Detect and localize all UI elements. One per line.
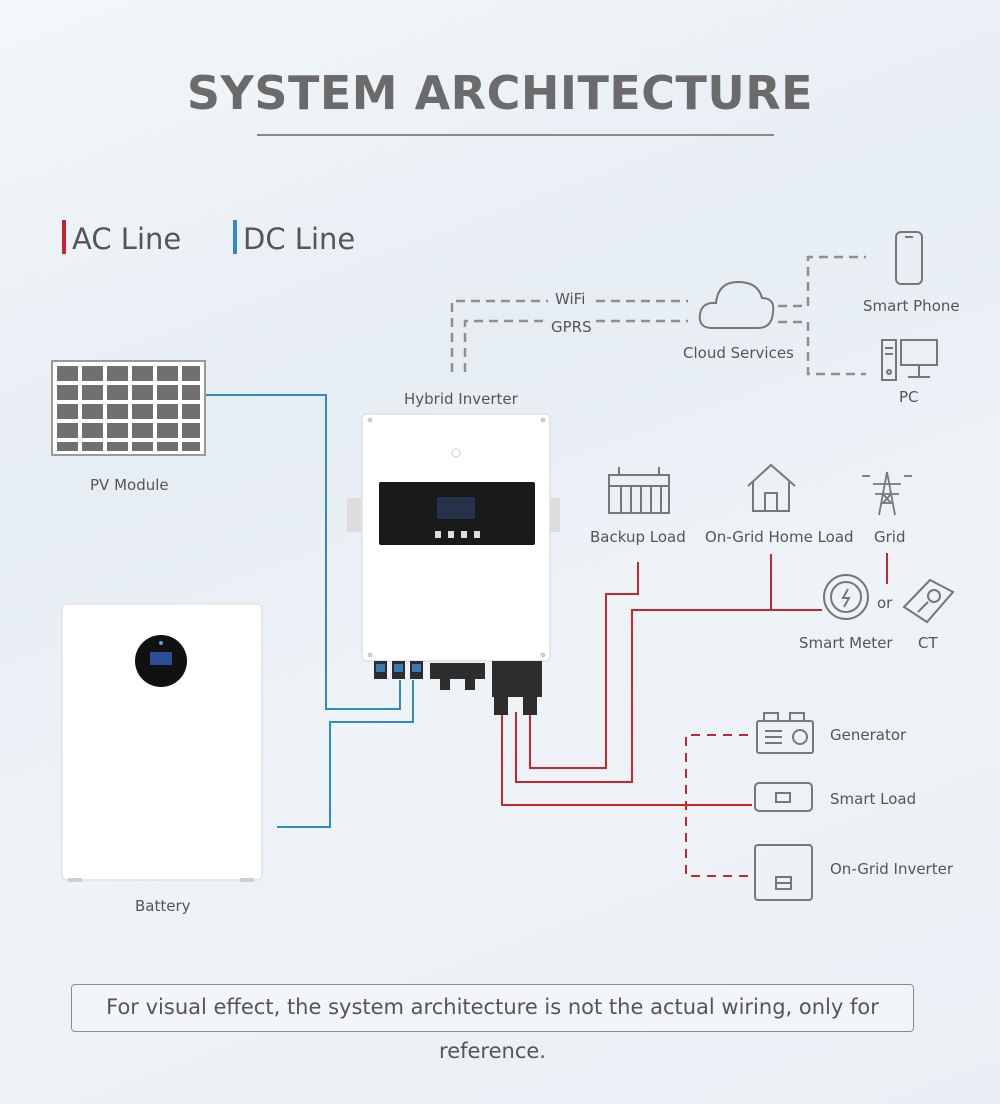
pv-module-label: PV Module xyxy=(90,476,169,494)
grid-label: Grid xyxy=(874,528,906,546)
pv-dc-line xyxy=(206,394,401,710)
ac-lines xyxy=(501,553,888,806)
gprs-line-left xyxy=(463,319,548,372)
legend-dc: DC Line xyxy=(233,220,355,256)
generator-label: Generator xyxy=(830,726,907,744)
pv-module-icon xyxy=(51,360,206,456)
or-label: or xyxy=(877,594,893,612)
battery-dc-line xyxy=(277,680,414,828)
hybrid-inverter-label: Hybrid Inverter xyxy=(404,390,518,408)
backup-load-label: Backup Load xyxy=(590,528,686,546)
legend-ac-label: AC Line xyxy=(72,222,182,256)
smart-load-line xyxy=(501,712,752,806)
gprs-label: GPRS xyxy=(551,318,592,336)
pc-line xyxy=(778,320,866,376)
smart-load-label: Smart Load xyxy=(830,790,917,808)
comm-lines xyxy=(450,255,866,376)
ongrid-inverter-icon xyxy=(754,844,813,901)
legend-dc-label: DC Line xyxy=(243,222,356,256)
wifi-label: WiFi xyxy=(555,290,586,308)
phone-line xyxy=(778,255,866,308)
smart-load-icon xyxy=(754,782,813,812)
backup-load-icon xyxy=(608,467,670,514)
battery-label: Battery xyxy=(135,897,191,915)
cloud-services-label: Cloud Services xyxy=(683,344,794,362)
grid-tower-icon xyxy=(862,471,912,516)
generator-icon xyxy=(756,712,814,754)
smart-phone-label: Smart Phone xyxy=(863,297,960,315)
home-load-label: On-Grid Home Load xyxy=(705,528,854,546)
ct-label: CT xyxy=(918,634,938,652)
title-underline xyxy=(257,134,774,136)
dc-lines xyxy=(206,394,414,828)
ac-dashed-lines xyxy=(685,734,752,877)
backup-load-line xyxy=(529,562,639,769)
home-load-line xyxy=(515,609,822,783)
smartphone-icon xyxy=(895,231,923,285)
legend-ac: AC Line xyxy=(62,220,181,256)
ongrid-inverter-label: On-Grid Inverter xyxy=(830,860,954,878)
ac-color-swatch xyxy=(62,220,66,254)
smart-meter-icon xyxy=(823,574,869,620)
pc-icon xyxy=(881,339,938,381)
cloud-icon xyxy=(698,280,775,329)
home-icon xyxy=(747,463,796,512)
smart-meter-label: Smart Meter xyxy=(799,634,893,652)
page-title: SYSTEM ARCHITECTURE xyxy=(186,66,814,120)
hybrid-inverter xyxy=(347,413,560,715)
dc-color-swatch xyxy=(233,220,237,254)
reference-note: For visual effect, the system architectu… xyxy=(71,984,914,1063)
wifi-line-left xyxy=(450,299,548,372)
battery-unit xyxy=(61,603,263,882)
ct-icon xyxy=(902,578,955,624)
pc-label: PC xyxy=(899,388,919,406)
